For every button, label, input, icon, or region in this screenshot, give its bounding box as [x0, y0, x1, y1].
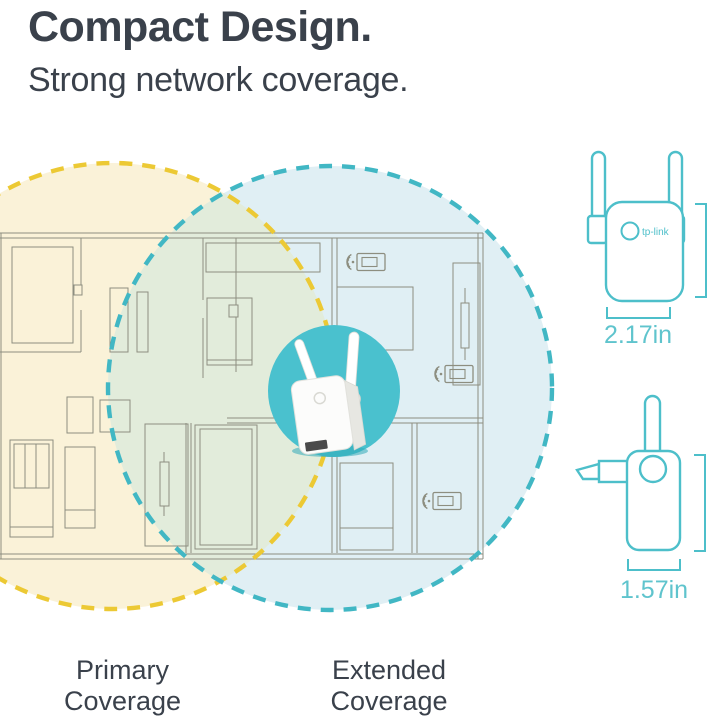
side-width-bracket [627, 559, 681, 571]
side-plug-prong [575, 462, 601, 481]
page-subtitle: Strong network coverage. [28, 61, 409, 100]
front-body [604, 200, 685, 303]
tp-link-logo-text: tp-link [642, 227, 670, 238]
front-antenna-base-left [586, 214, 609, 245]
legend-extended-label: Extended Coverage [330, 655, 448, 716]
legend-primary-label: Primary Coverage [63, 655, 182, 716]
side-height-bracket [694, 454, 706, 552]
front-width-dimension: 2.17in [603, 321, 673, 349]
tp-link-logo-icon [620, 221, 640, 241]
front-height-bracket [695, 203, 707, 298]
side-width-dimension: 1.57in [619, 576, 689, 604]
legend-item-extended-coverage: Extended Coverage [276, 655, 502, 720]
side-antenna-hinge [638, 454, 668, 484]
legend: Primary Coverage Extended Coverage [0, 655, 720, 720]
page-title: Compact Design. [28, 3, 372, 51]
side-body [625, 449, 682, 552]
header: Compact Design. Strong network coverage. [28, 3, 409, 100]
side-plug-base [597, 459, 630, 484]
floor-plan [0, 232, 484, 560]
extender-device-image [290, 331, 368, 457]
extender-photo [268, 325, 400, 457]
front-width-bracket [606, 307, 671, 319]
device-side-view [575, 394, 706, 571]
device-front-view: tp-link [586, 150, 707, 319]
legend-item-primary-coverage: Primary Coverage [20, 655, 225, 720]
extended-coverage-ring [105, 163, 555, 613]
